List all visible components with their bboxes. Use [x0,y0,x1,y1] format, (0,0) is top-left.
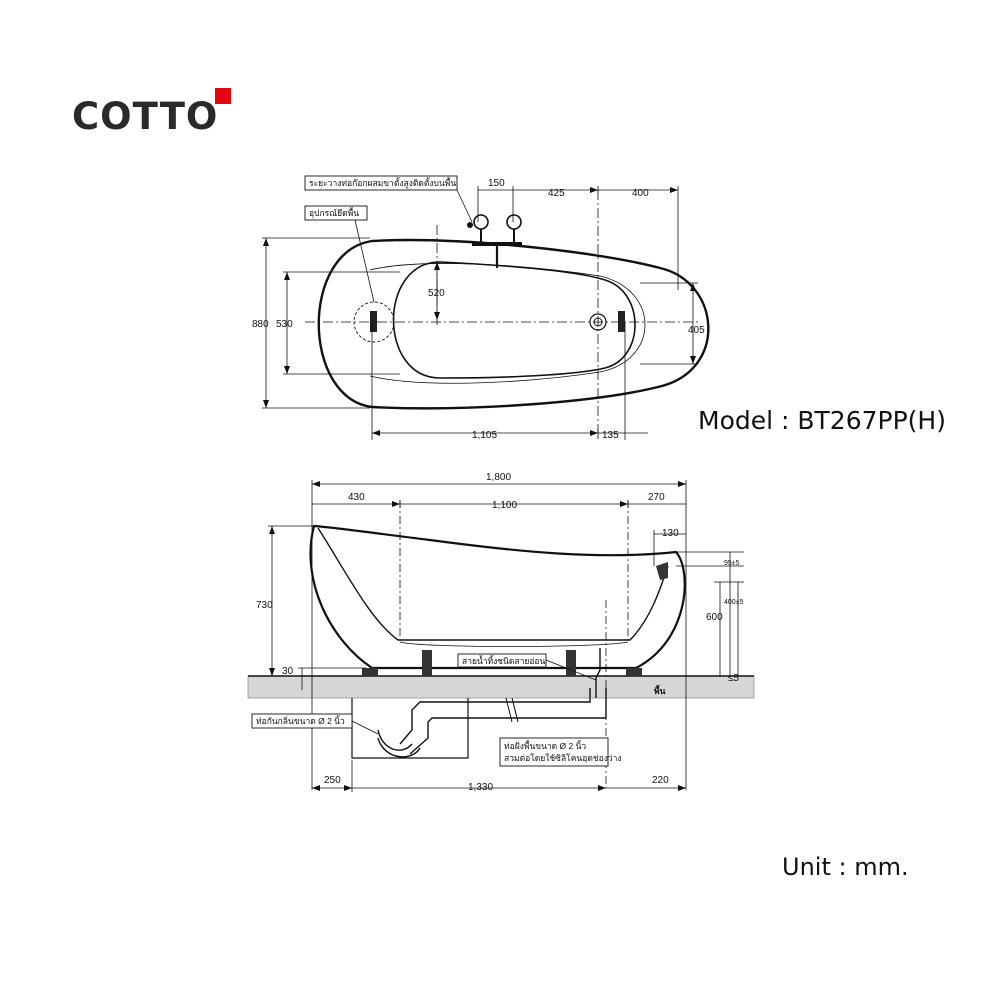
overflow-icon [656,562,668,580]
dim-inner-width: 520 [428,288,445,299]
embedded-pipe-callout-box [499,737,609,767]
dim-drain-to-end: 400 [632,188,649,199]
flexible-hose-callout-box [457,653,547,668]
dim-overflow-height: 95±5 [724,560,740,567]
trap-leader [351,720,379,735]
dim-overall-width: 880 [252,319,269,330]
dim-length-a: 1,105 [472,430,497,441]
unit-label: Unit : mm. [782,853,909,881]
brand-red-square-icon [215,88,231,104]
drain-pipe-outer [399,688,591,745]
drain-flexible-hose [595,648,601,698]
dim-faucet-offset: 150 [488,178,505,189]
floor-anchor-callout: อุปกรณ์ยึดพื้น [309,207,359,219]
anchor-leader [354,219,375,303]
dim-foot-height: 30 [282,666,294,677]
embedded-pipe-callout-line1: ท่อฝังพื้นขนาด Ø 2 นิ้ว [504,740,586,751]
pipe-break-2 [511,697,519,723]
floor-callout: พื้น [654,684,666,696]
dim-drain-offset: 220 [652,775,669,786]
dim-length-b: 135 [602,430,619,441]
dim-rim-height: 600 [706,612,723,623]
dim-overall-length: 1,800 [486,472,511,483]
dim-height: 730 [256,600,273,611]
dim-overflow-offset: 130 [662,528,679,539]
dim-inner-length: 1,100 [492,500,517,511]
tub-side-inner-2 [399,641,629,647]
dim-overflow-range: 400±5 [724,599,744,606]
drain-outer-icon [589,313,607,331]
drain-inner-icon [593,317,603,327]
dim-trap-offset: 250 [324,775,341,786]
pipe-break-1 [505,697,513,723]
top-arrowheads [263,187,696,436]
faucet-leader [456,189,473,223]
tub-side-inner [317,527,669,641]
tub-feet [362,650,642,676]
embedded-pipe-callout-line2: สวมต่อโดยใช้ซิลิโคนอุดช่องว่าง [504,753,622,764]
trap-callout: ท่อกันกลิ่นขนาด Ø 2 นิ้ว [256,715,345,726]
flexible-hose-callout: สายน้ำทิ้งชนิดสายอ่อน [462,655,546,666]
dim-pipe-length: 1,330 [468,782,493,793]
floor-anchor-right-icon [618,311,625,332]
floor-anchor-circle [353,301,395,343]
dim-right-section: 270 [648,492,665,503]
side-arrowheads [269,481,686,791]
faucet-spacing-callout-box [304,175,458,191]
floor-anchor-left-icon [370,311,377,332]
tub-inner-basin [392,261,636,379]
dim-right-inner-width: 405 [688,325,705,336]
top-view: ระยะวางท่อก๊อกผสมขาตั้งสูงติดตั้งบนพื้น … [252,175,710,441]
faucet-spacing-callout: ระยะวางท่อก๊อกผสมขาตั้งสูงติดตั้งบนพื้น [309,177,456,189]
brand-name: COTTO [72,95,219,138]
dim-inner-width-2: 530 [276,319,293,330]
dim-faucet-to-drain: 425 [548,188,565,199]
tub-outer-outline [317,238,710,410]
side-dimension-lines [268,480,744,792]
dim-left-section: 430 [348,492,365,503]
faucet-icon [467,214,522,268]
dim-floor-gap: ≤5 [728,673,739,684]
floor-anchor-callout-box [304,205,368,221]
floor-slab [247,675,755,699]
tub-inner-rim [369,263,646,384]
floor-pit [351,698,469,759]
side-view: สายน้ำทิ้งชนิดสายอ่อน พื้น ท่อกันกลิ่นขน… [247,472,755,793]
trap-icon [377,729,421,758]
hose-leader [545,659,597,681]
top-dimension-lines [262,186,698,440]
model-label: Model : BT267PP(H) [698,406,946,435]
